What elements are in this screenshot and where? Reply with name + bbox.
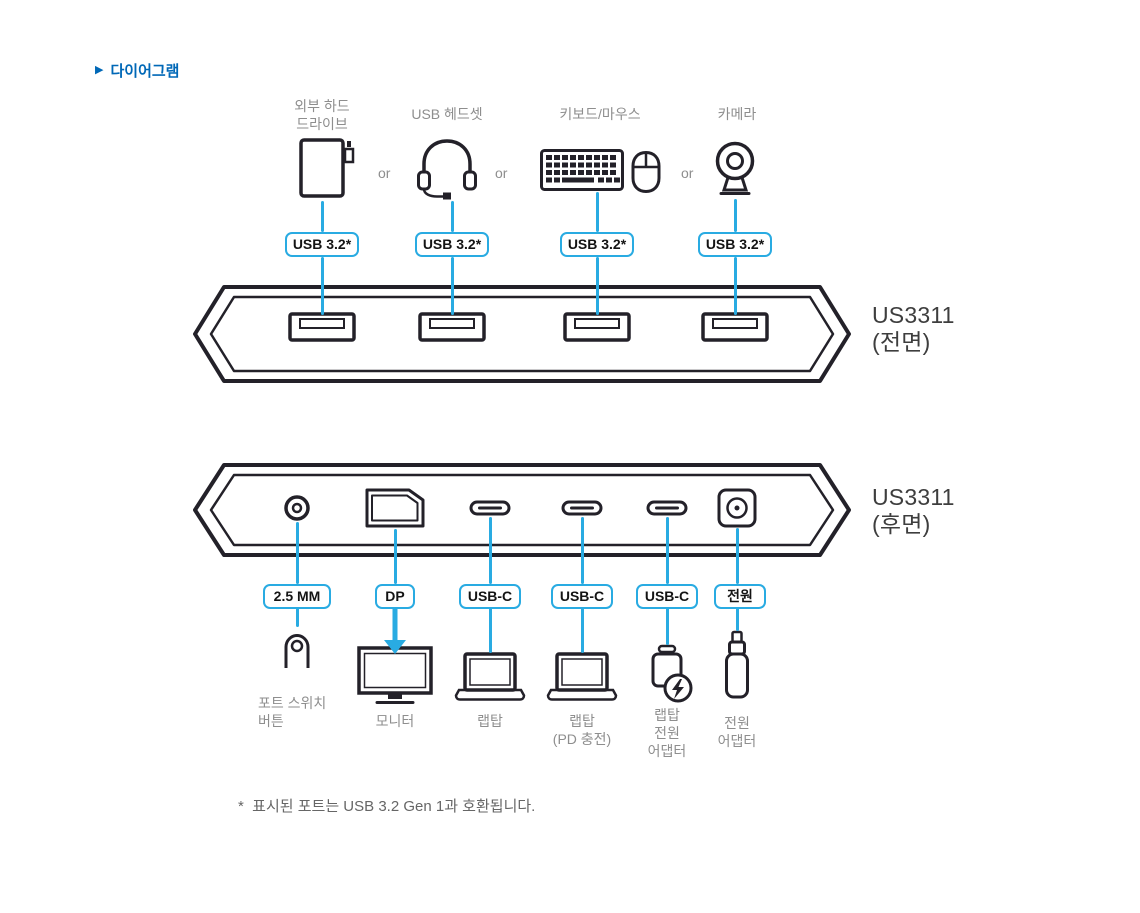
monitor-icon	[357, 646, 433, 706]
device-label-line: 랩탑	[569, 713, 595, 729]
power-adapter-icon	[722, 630, 752, 700]
connector-line	[393, 529, 397, 584]
connector-line	[735, 528, 739, 584]
port-tag-dp: DP	[375, 584, 415, 609]
usb-headset-icon	[415, 134, 479, 200]
device-label-line: 전원	[654, 725, 680, 741]
device-label-power-adapter: 전원 어댑터	[697, 714, 777, 750]
usb-c-port	[646, 500, 688, 516]
connector-line	[295, 522, 299, 584]
port-tag-usb-3-2: USB 3.2*	[285, 232, 359, 257]
connector-line	[580, 608, 584, 653]
device-label-line: 버튼	[258, 713, 284, 729]
usb-c-port	[561, 500, 603, 516]
device-label-laptop-pd: 랩탑 (PD 충전)	[537, 712, 627, 748]
device-label-port-switch-button: 포트 스위치 버튼	[258, 694, 368, 730]
panel-side: (후면)	[872, 511, 931, 537]
port-tag-usb-c: USB-C	[636, 584, 698, 609]
port-tag-2-5mm: 2.5 MM	[263, 584, 331, 609]
external-hard-drive-icon	[299, 136, 355, 200]
power-port	[717, 488, 757, 528]
connector-line	[320, 257, 324, 315]
mouse-icon	[630, 150, 662, 194]
device-label-line: 외부 하드	[294, 98, 350, 114]
usb-a-port	[288, 312, 356, 342]
model-number: US3311	[872, 484, 955, 510]
device-label-line: 어댑터	[717, 733, 757, 749]
device-label-external-hard-drive: 외부 하드 드라이브	[262, 97, 382, 133]
connector-line	[733, 257, 737, 315]
section-title: ▶ 다이어그램	[95, 60, 179, 81]
device-label-laptop: 랩탑	[450, 712, 530, 730]
panel-side: (전면)	[872, 329, 931, 355]
model-number: US3311	[872, 302, 955, 328]
or-label: or	[681, 165, 694, 181]
connector-line	[450, 201, 454, 232]
device-label-line: 드라이브	[296, 116, 348, 132]
device-label-keyboard-mouse: 키보드/마우스	[525, 105, 675, 123]
port-tag-usb-3-2: USB 3.2*	[415, 232, 489, 257]
device-label-line: 전원	[724, 715, 750, 731]
usb-a-port	[701, 312, 769, 342]
camera-icon	[713, 140, 757, 198]
front-panel-illustration	[188, 280, 856, 388]
rear-panel-label: US3311 (후면)	[872, 484, 955, 538]
connector-line	[580, 517, 584, 584]
port-switch-button-icon	[279, 626, 315, 670]
usb-a-port	[418, 312, 486, 342]
down-arrow-icon	[384, 608, 406, 654]
device-label-line: 랩탑	[477, 713, 503, 729]
device-label-line: USB 헤드셋	[411, 106, 483, 122]
laptop-icon	[453, 652, 527, 702]
connector-line	[488, 517, 492, 584]
connector-line	[320, 201, 324, 232]
footnote: * 표시된 포트는 USB 3.2 Gen 1과 호환됩니다.	[238, 798, 536, 815]
device-label-line: (PD 충전)	[552, 731, 612, 747]
rear-panel-illustration	[188, 458, 856, 562]
or-label: or	[378, 165, 391, 181]
audio-jack-port	[284, 495, 310, 521]
device-label-laptop-power-adapter: 랩탑 전원 어댑터	[627, 706, 707, 760]
connector-line	[665, 517, 669, 584]
usb-a-port	[563, 312, 631, 342]
connector-line	[450, 257, 454, 315]
device-label-line: 카메라	[717, 106, 757, 122]
triangle-bullet-icon: ▶	[95, 64, 104, 76]
connector-line	[595, 192, 599, 232]
connector-line	[595, 257, 599, 315]
connector-line	[733, 199, 737, 232]
device-label-camera: 카메라	[687, 105, 787, 123]
laptop-pd-icon	[545, 652, 619, 702]
port-tag-usb-3-2: USB 3.2*	[698, 232, 772, 257]
usb-c-port	[469, 500, 511, 516]
device-label-line: 키보드/마우스	[559, 106, 641, 122]
device-label-line: 어댑터	[647, 743, 687, 759]
device-label-line: 랩탑	[654, 707, 680, 723]
port-tag-usb-c: USB-C	[551, 584, 613, 609]
port-tag-usb-c: USB-C	[459, 584, 521, 609]
connector-line	[488, 608, 492, 653]
device-label-usb-headset: USB 헤드셋	[387, 105, 507, 123]
device-label-line: 포트 스위치	[258, 695, 327, 711]
keyboard-icon	[540, 149, 624, 191]
device-label-monitor: 모니터	[355, 712, 435, 730]
port-tag-power: 전원	[714, 584, 766, 609]
connector-line	[665, 608, 669, 645]
port-tag-usb-3-2: USB 3.2*	[560, 232, 634, 257]
section-title-text: 다이어그램	[110, 63, 180, 80]
dp-port	[365, 488, 425, 528]
connector-line	[735, 608, 739, 631]
connector-line	[295, 608, 299, 627]
device-label-line: 모니터	[375, 713, 415, 729]
or-label: or	[495, 165, 508, 181]
laptop-power-adapter-icon	[641, 644, 695, 704]
front-panel-label: US3311 (전면)	[872, 302, 955, 356]
